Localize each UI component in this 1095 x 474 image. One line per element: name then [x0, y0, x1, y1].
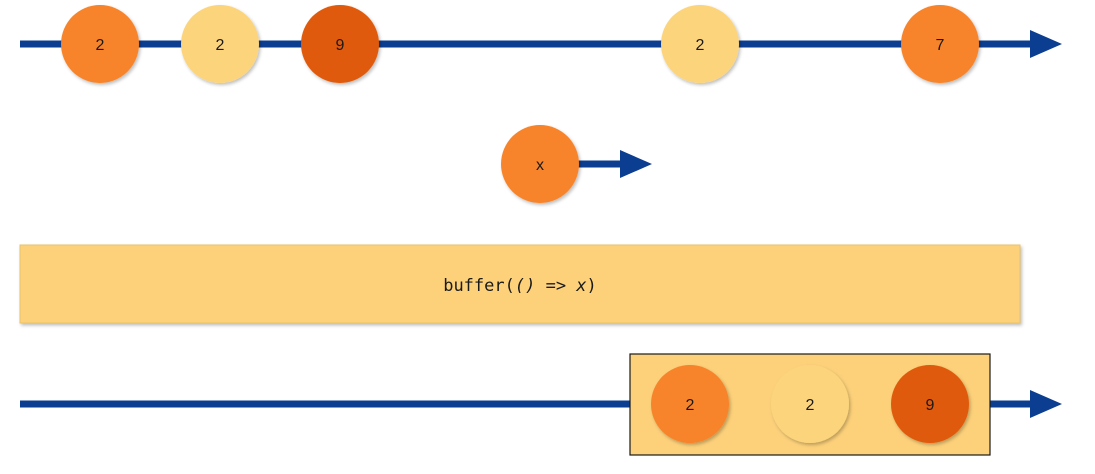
source-arrow-head — [1030, 30, 1062, 58]
source-marble-2: 2 — [181, 5, 259, 83]
output-marble-1-label: 2 — [686, 397, 695, 414]
output-marble-3-label: 9 — [926, 397, 935, 414]
output-arrow-head — [1030, 390, 1062, 418]
output-marble-2-label: 2 — [806, 397, 815, 414]
operator-close-paren: ) — [587, 276, 597, 296]
operator-argument: () => x — [515, 276, 587, 296]
output-buffer-box: 2 2 9 — [629, 353, 991, 456]
source-marble-2-label: 2 — [216, 37, 225, 54]
source-marble-3-label: 9 — [336, 37, 345, 54]
output-stream: 2 2 9 — [20, 353, 1062, 456]
output-marble-3: 9 — [891, 365, 969, 443]
notifier-marble: x — [501, 125, 579, 203]
source-marble-4: 2 — [661, 5, 739, 83]
operator-box: buffer(() => x) — [19, 244, 1021, 324]
source-stream: 2 2 9 2 7 — [20, 5, 1062, 83]
source-marble-5: 7 — [901, 5, 979, 83]
output-marble-1: 2 — [651, 365, 729, 443]
operator-open-paren: ( — [505, 276, 515, 296]
source-marble-4-label: 2 — [696, 37, 705, 54]
source-marble-1-label: 2 — [96, 37, 105, 54]
source-marble-1: 2 — [61, 5, 139, 83]
source-marble-5-label: 7 — [936, 37, 945, 54]
source-marble-3: 9 — [301, 5, 379, 83]
operator-name: buffer — [443, 276, 504, 296]
notifier-stream: x — [501, 125, 652, 203]
operator-label: buffer(() => x) — [443, 276, 597, 296]
notifier-marble-label: x — [536, 157, 544, 174]
output-marble-2: 2 — [771, 365, 849, 443]
notifier-arrow-head — [620, 150, 652, 178]
